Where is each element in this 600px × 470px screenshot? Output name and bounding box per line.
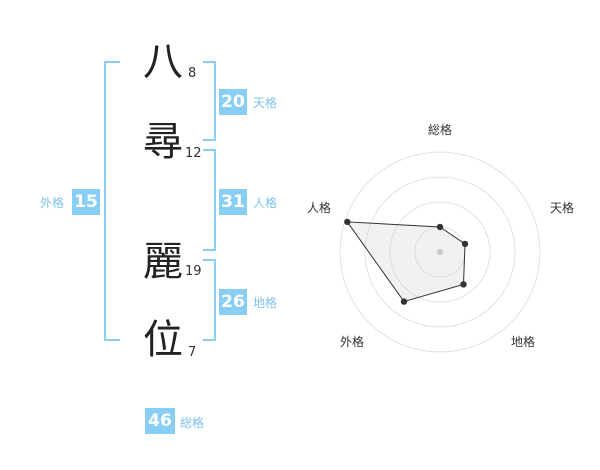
radar-point-0 [436,223,444,231]
radar-point-2 [460,281,467,288]
stroke-count-1: 8 [188,66,197,81]
chikaku-bracket [203,259,216,341]
jinkaku-badge: 31 [219,189,247,215]
stroke-count-4: 7 [188,345,197,360]
stroke-count-3: 19 [185,264,202,279]
name-char-1: 八 [143,39,183,85]
radar-point-4 [344,218,351,226]
gaikaku-bracket [104,61,120,341]
radar-grid-ring [339,151,541,353]
radar-axis-label-tenkaku: 天格 [550,201,575,215]
radar-axis-label-chikaku: 地格 [511,335,536,349]
soukaku-badge: 46 [145,408,175,434]
tenkaku-bracket [203,61,216,141]
gaikaku-badge: 15 [72,189,100,215]
radar-grid-ring [389,201,491,303]
radar-data-polygon [346,221,466,303]
name-char-3: 麗 [143,239,183,285]
name-char-4: 位 [143,317,183,363]
chikaku-label: 地格 [253,296,278,310]
stroke-count-2: 12 [185,146,202,161]
radar-axis-label-jinkaku: 人格 [307,201,332,215]
chikaku-badge: 26 [219,289,247,315]
name-char-2: 尋 [143,119,183,165]
gaikaku-label: 外格 [40,196,65,210]
radar-grid-ring [364,176,516,328]
jinkaku-label: 人格 [253,196,278,210]
radar-axis-label-gaikaku: 外格 [340,335,365,349]
radar-axis-label-soukaku: 総格 [428,123,453,137]
soukaku-label: 総格 [180,416,205,430]
radar-center-dot [437,249,443,255]
tenkaku-badge: 20 [219,89,247,115]
jinkaku-bracket [203,149,216,251]
radar-point-3 [400,298,408,305]
radar-point-1 [461,240,469,248]
tenkaku-label: 天格 [253,96,278,110]
